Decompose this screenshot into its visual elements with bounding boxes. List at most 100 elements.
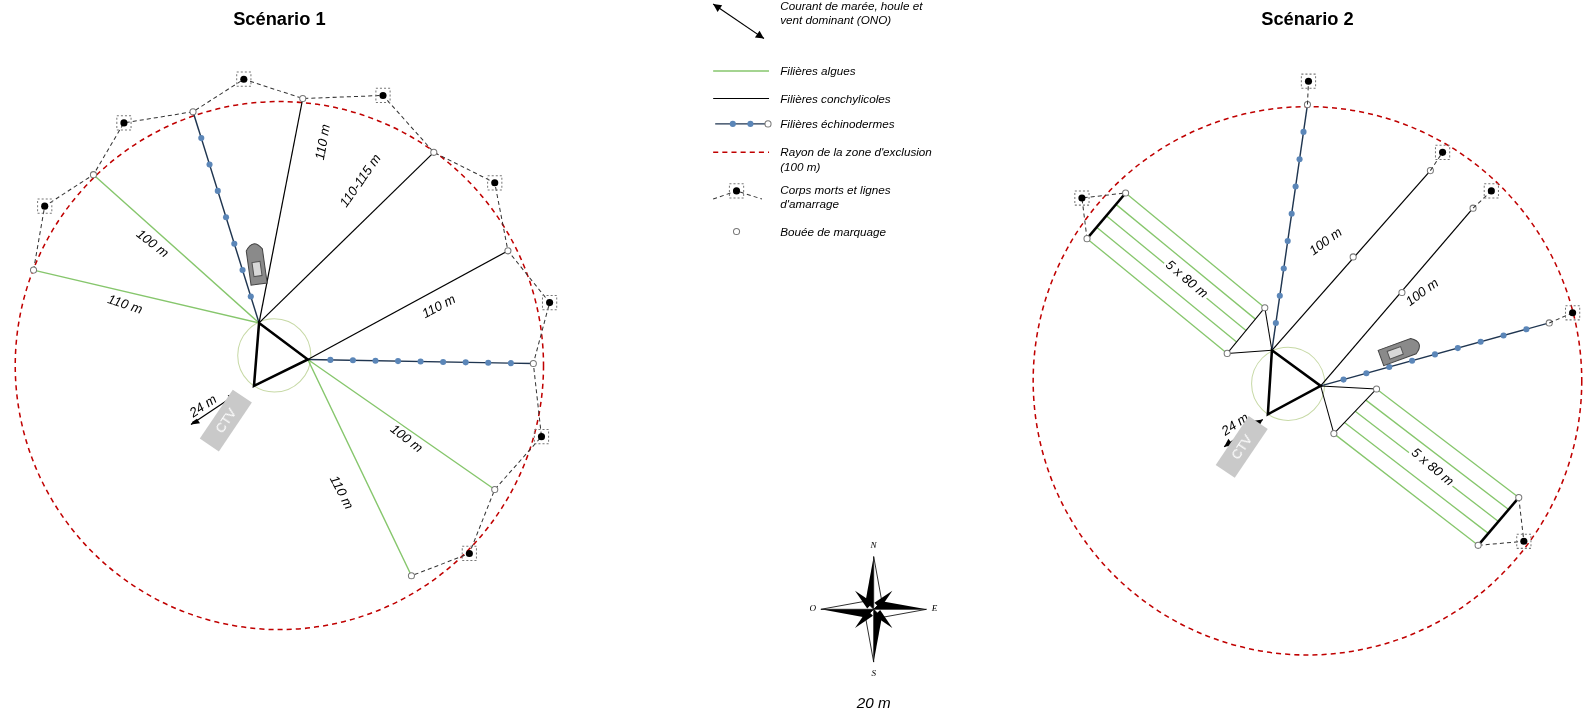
dimension-label: 100 m [386,420,427,457]
boat-icon [245,243,267,285]
echinoderm-dot [1281,265,1287,271]
echinoderm-dot [1289,211,1295,217]
shellfish-line [259,152,434,323]
echinoderm-dot [206,161,212,167]
mooring-line [1549,313,1572,323]
algae-line [1106,216,1246,331]
anchor-dot [1569,309,1576,316]
dimension-label: 100 m [1401,275,1443,311]
algae-line [1087,239,1227,354]
echinoderm-dot [730,121,736,127]
algae-line [308,359,495,489]
scenario-1 [15,72,556,630]
bridle-line [1265,308,1272,351]
anchor-block [729,184,743,198]
echinoderm-dot [350,357,356,363]
anchor-dot [1305,78,1312,85]
echinoderm-dot [463,359,469,365]
anchor-dot [120,119,127,126]
algae-line [1334,434,1478,546]
compass-rose [821,556,927,662]
algae-frame [1334,389,1377,434]
arrow-head [755,31,764,39]
marker-buoy [1516,495,1522,501]
echinoderm-dot [1455,345,1461,351]
vessel-label: CTV [1228,432,1255,462]
algae-frame [1478,498,1519,546]
compass-letter: E [930,604,940,614]
algae-line [1126,193,1265,308]
marker-buoy [1262,305,1268,311]
turbine-foundation [1268,350,1321,414]
algae-line [1097,227,1237,342]
anchor-block [1484,184,1498,198]
marker-buoy [530,361,536,367]
legend-line [713,98,769,99]
anchor-dot [491,179,498,186]
echinoderm-dot [508,360,514,366]
echinoderm-dot [215,188,221,194]
anchor-block [462,546,476,560]
legend-text: Filières échinodermes [780,117,932,132]
dimension-label: 110-115 m [336,150,385,212]
echinoderm-dot [239,267,245,273]
marker-buoy [1350,254,1356,260]
echinoderm-dot [198,135,204,141]
mooring-line [34,79,550,576]
echinoderm-dot [418,358,424,364]
marker-buoy [90,172,96,178]
turbine-foundation [254,323,308,386]
anchor-block [38,199,52,213]
mooring-line [1473,191,1491,208]
arrow-head [713,4,722,12]
dimension-label: 110 m [312,121,333,163]
echinoderm-dot [1300,129,1306,135]
echinoderm-dot [1409,358,1415,364]
shellfish-line [308,251,508,360]
marker-buoy [1373,386,1379,392]
echinoderm-dot [1432,351,1438,357]
legend-samples [713,4,771,235]
marker-buoy [408,573,414,579]
echinoderm-dot [1277,293,1283,299]
vessel-label: CTV [212,405,239,435]
echinoderm-dot [747,121,753,127]
anchor-block [488,176,502,190]
anchor-dot [1488,187,1495,194]
echinoderm-dot [223,214,229,220]
echinoderm-dot [1285,238,1291,244]
echinoderm-dot [248,293,254,299]
marker-buoy [1224,350,1230,356]
anchor-dot [240,76,247,83]
echinoderm-dot [1523,326,1529,332]
echinoderm-dot [440,359,446,365]
anchor-dot [379,92,386,99]
echinoderm-line [715,123,768,124]
algae-frame [1227,308,1265,354]
anchor-dot [546,299,553,306]
echinoderm-dot [1293,183,1299,189]
marker-buoy [190,109,196,115]
legend-text: Bouée de marquage [780,224,932,239]
bridle-line [1227,350,1272,353]
anchor-dot [41,203,48,210]
echinoderm-dot [395,358,401,364]
legend-line [713,152,769,154]
legend-text: Courant de marée, houle et vent dominant… [780,0,932,28]
marker-buoy [733,228,739,234]
shellfish-line [259,99,303,323]
algae-line [34,270,260,323]
marker-buoy [1331,431,1337,437]
scale-text: 20 m [855,694,893,711]
echinoderm-dot [485,360,491,366]
anchor-dot [1078,194,1085,201]
marker-buoy [1475,542,1481,548]
marker-buoy [1427,168,1433,174]
marker-buoy [431,149,437,155]
echinoderm-dot [372,358,378,364]
exclusion-circle [15,102,543,630]
echinoderm-dot [1500,332,1506,338]
echinoderm-dot [1297,156,1303,162]
dimension-label: 100 m [1305,224,1347,260]
anchor-block [237,72,251,86]
